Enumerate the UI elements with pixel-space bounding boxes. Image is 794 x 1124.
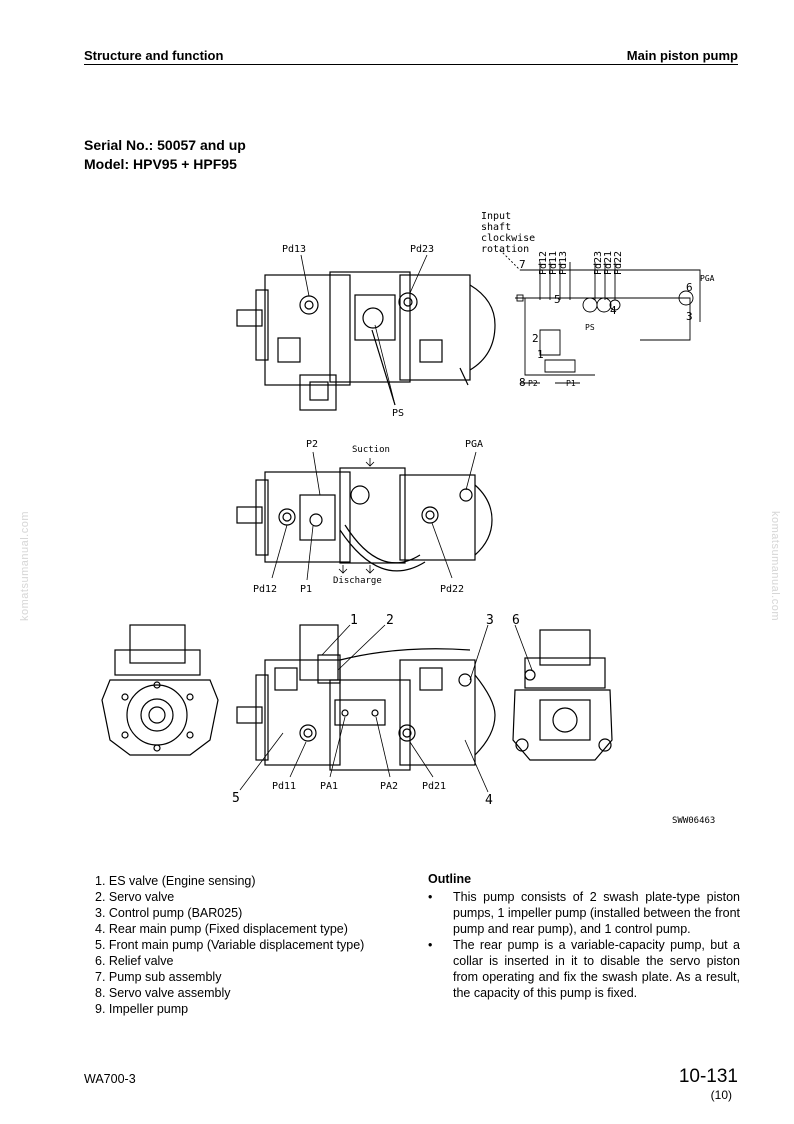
outline-heading: Outline — [428, 872, 472, 886]
hydraulic-schematic — [499, 249, 701, 384]
label-p2: P2 — [306, 439, 318, 450]
label-num-4: 4 — [485, 793, 493, 808]
label-discharge: Discharge — [333, 576, 382, 586]
label-num-5: 5 — [232, 791, 240, 806]
serial-block: Serial No.: 50057 and up Model: HPV95 + … — [84, 136, 246, 174]
outline-list: This pump consists of 2 swash plate-type… — [428, 889, 740, 1001]
end-view-leader-lines — [514, 624, 533, 671]
schematic-note-3: clockwise — [481, 233, 535, 244]
label-pd21: Pd21 — [422, 781, 446, 792]
label-pd23: Pd23 — [410, 244, 434, 255]
schematic-num-5: 5 — [554, 293, 561, 306]
pump-top-view — [236, 271, 496, 411]
top-leader-lines — [300, 254, 428, 406]
section-title: Structure and function — [84, 48, 224, 63]
page-number: 10-131 — [678, 1066, 738, 1087]
parts-legend: 1. ES valve (Engine sensing) 2. Servo va… — [95, 873, 364, 1017]
header-rule — [84, 64, 738, 65]
schematic-num-8: 8 — [519, 376, 526, 389]
bottom-leader-lines — [239, 624, 489, 793]
schematic-num-6: 6 — [686, 281, 693, 294]
label-num-1: 1 — [350, 613, 358, 628]
schematic-num-7: 7 — [519, 258, 526, 271]
label-ps-top: PS — [392, 408, 404, 419]
schematic-label-ps: PS — [585, 323, 595, 332]
legend-item: 2. Servo valve — [95, 890, 175, 904]
label-pd12: Pd12 — [253, 584, 277, 595]
revision-number: (10) — [710, 1088, 732, 1102]
schematic-label-pga: PGA — [700, 274, 715, 283]
pump-end-view-left — [101, 624, 219, 756]
label-num-3: 3 — [486, 613, 494, 628]
footer-model: WA700-3 — [84, 1072, 136, 1086]
schematic-port-labels: Pd12 Pd11 Pd13 Pd23 Pd21 Pd22 — [538, 251, 624, 275]
schematic-note-4: rotation — [481, 244, 529, 255]
label-suction: Suction — [352, 445, 390, 455]
outline-bullet: The rear pump is a variable-capacity pum… — [428, 937, 740, 1001]
label-num-6: 6 — [512, 613, 520, 628]
outline-bullet: This pump consists of 2 swash plate-type… — [428, 889, 740, 937]
label-pd13: Pd13 — [282, 244, 306, 255]
schematic-label-p2: P2 — [528, 379, 538, 388]
pump-bottom-view — [236, 624, 496, 771]
legend-item: 7. Pump sub assembly — [95, 970, 222, 984]
schematic-port-pd13: Pd13 — [558, 251, 569, 275]
label-num-2: 2 — [386, 613, 394, 628]
legend-item: 3. Control pump (BAR025) — [95, 906, 243, 920]
middle-leader-lines — [271, 451, 477, 581]
schematic-note-1: Input — [481, 211, 511, 222]
label-pd22: Pd22 — [440, 584, 464, 595]
serial-number: Serial No.: 50057 and up — [84, 137, 246, 153]
legend-item: 8. Servo valve assembly — [95, 986, 231, 1000]
schematic-note-2: shaft — [481, 222, 511, 233]
pump-end-view-right — [512, 629, 613, 761]
legend-item: 4. Rear main pump (Fixed displacement ty… — [95, 922, 348, 936]
schematic-label-p1: P1 — [566, 379, 576, 388]
schematic-num-2: 2 — [532, 332, 539, 345]
figure-labels: Pd13 Pd23 PS Input shaft clockwise rotat… — [232, 211, 715, 826]
schematic-num-3: 3 — [686, 310, 693, 323]
schematic-port-pd12: Pd12 — [538, 251, 549, 275]
schematic-num-4: 4 — [610, 304, 617, 317]
legend-item: 9. Impeller pump — [95, 1002, 189, 1016]
legend-item: 6. Relief valve — [95, 954, 174, 968]
schematic-port-pd21: Pd21 — [603, 251, 614, 275]
label-pa1: PA1 — [320, 781, 338, 792]
pump-middle-view — [236, 467, 493, 572]
outline-section: Outline This pump consists of 2 swash pl… — [428, 871, 740, 1001]
legend-item: 5. Front main pump (Variable displacemen… — [95, 938, 365, 952]
schematic-num-1: 1 — [537, 348, 544, 361]
schematic-port-pd22: Pd22 — [613, 251, 624, 275]
schematic-port-pd11: Pd11 — [548, 251, 559, 275]
schematic-port-pd23: Pd23 — [593, 251, 604, 275]
label-pga: PGA — [465, 439, 483, 450]
figure-code: SWW06463 — [672, 816, 715, 826]
label-pa2: PA2 — [380, 781, 398, 792]
legend-item: 1. ES valve (Engine sensing) — [95, 874, 256, 888]
label-p1: P1 — [300, 584, 312, 595]
label-pd11: Pd11 — [272, 781, 296, 792]
model-name: Model: HPV95 + HPF95 — [84, 156, 237, 172]
page-title: Main piston pump — [626, 48, 738, 63]
